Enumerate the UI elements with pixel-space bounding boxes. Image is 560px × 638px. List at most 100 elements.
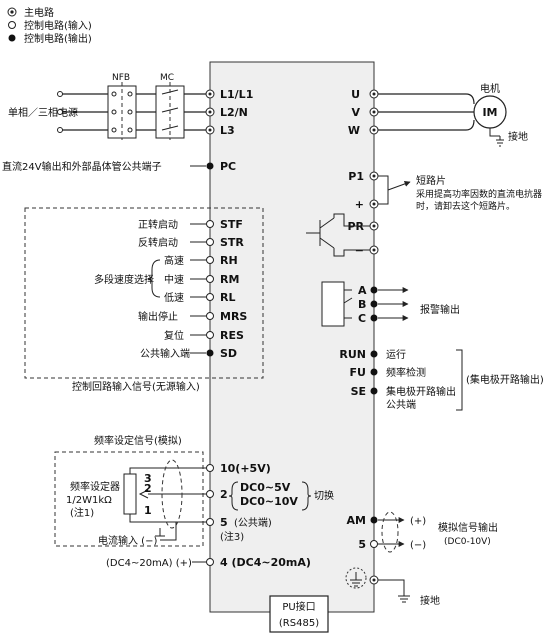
- terminal-mrs[interactable]: MRS: [190, 310, 247, 323]
- high-speed-label: 高速: [164, 254, 184, 267]
- terminal-b[interactable]: B: [358, 298, 378, 311]
- svg-text:L2/N: L2/N: [220, 106, 248, 119]
- ground1-label: 接地: [508, 130, 528, 143]
- terminal-stf[interactable]: STF: [190, 218, 243, 231]
- legend-main-circuit: 主电路: [24, 6, 54, 19]
- svg-text:C: C: [358, 312, 366, 325]
- svg-text:RES: RES: [220, 329, 244, 342]
- voltage-range-brace: [228, 481, 239, 511]
- potentiometer: 3 2 1: [123, 472, 152, 517]
- nfb-label: NFB: [112, 73, 130, 83]
- svg-text:L1/L1: L1/L1: [220, 88, 253, 101]
- analog-output-2: (DC0-10V): [444, 537, 491, 547]
- svg-text:AM: AM: [347, 514, 366, 527]
- svg-text:RM: RM: [220, 273, 239, 286]
- terminal-a[interactable]: A: [358, 284, 378, 297]
- open-collector-bracket: [456, 349, 463, 411]
- terminal-c[interactable]: C: [358, 312, 378, 325]
- jumper-desc-2: 时，请卸去这个短路片。: [416, 200, 515, 212]
- se-description-2: 公共端: [386, 398, 416, 411]
- svg-text:B: B: [358, 298, 366, 311]
- legend: 主电路 控制电路(输入) 控制电路(输出): [7, 6, 92, 45]
- freq-signal-label: 频率设定信号(模拟): [94, 434, 182, 447]
- svg-text:U: U: [351, 88, 360, 101]
- motor-im: IM: [482, 106, 497, 119]
- str-description: 反转启动: [138, 236, 178, 249]
- pot-pin1: 1: [144, 504, 152, 517]
- terminal-rl[interactable]: RL: [190, 291, 235, 304]
- stf-description: 正转启动: [138, 218, 178, 231]
- terminal-4[interactable]: 4 (DC4~20mA): [206, 556, 311, 569]
- motor: 电机 IM 接地: [473, 82, 528, 147]
- terminal-rm[interactable]: RM: [190, 273, 239, 286]
- svg-text:+: +: [355, 198, 364, 211]
- terminal-fu[interactable]: FU: [350, 366, 378, 379]
- legend-control-input: 控制电路(输入): [24, 19, 92, 32]
- terminal-sd[interactable]: SD: [190, 347, 237, 360]
- terminal-pc[interactable]: PC: [190, 160, 236, 173]
- pot-pin2: 2: [144, 482, 152, 495]
- run-description: 运行: [386, 348, 406, 361]
- svg-text:SE: SE: [351, 385, 366, 398]
- res-description: 复位: [164, 329, 184, 342]
- sd-description: 公共输入端: [140, 347, 190, 360]
- terminal-rh[interactable]: RH: [190, 254, 238, 267]
- fu-description: 频率检测: [386, 366, 426, 379]
- terminal-5[interactable]: 5: [206, 516, 228, 529]
- svg-text:FU: FU: [350, 366, 366, 379]
- mrs-description: 输出停止: [138, 310, 178, 323]
- open-collector-label: (集电极开路输出): [466, 373, 544, 386]
- mc-label: MC: [160, 73, 174, 83]
- svg-text:STR: STR: [220, 236, 244, 249]
- svg-text:5: 5: [358, 538, 366, 551]
- control-input-box: [24, 207, 264, 379]
- terminal-run[interactable]: RUN: [339, 348, 378, 361]
- terminal-str[interactable]: STR: [190, 236, 244, 249]
- terminal-u[interactable]: U: [351, 88, 379, 101]
- terminal-l3[interactable]: L3: [205, 124, 235, 137]
- current-range-label: (DC4~20mA) (+): [106, 558, 192, 569]
- control-input-box-label: 控制回路输入信号(无源输入): [72, 380, 200, 393]
- current-input-label: 电流输入 (−): [98, 534, 157, 547]
- svg-text:10(+5V): 10(+5V): [220, 462, 271, 475]
- terminal-p1[interactable]: P1: [348, 170, 379, 183]
- svg-text:5: 5: [220, 516, 228, 529]
- svg-text:RH: RH: [220, 254, 238, 267]
- svg-text:RUN: RUN: [339, 348, 366, 361]
- dc010v-label: DC0~10V: [240, 495, 298, 508]
- svg-text:MRS: MRS: [220, 310, 247, 323]
- switch-label: 切换: [314, 489, 334, 502]
- legend-control-output: 控制电路(输出): [24, 32, 92, 45]
- terminal-10[interactable]: 10(+5V): [206, 462, 271, 475]
- left-terminals: L1/L1 L2/N L3 PC 直流24V输出和外部晶体管公共端子 控制回路输…: [2, 88, 334, 569]
- se-description-1: 集电极开路输出: [386, 385, 456, 398]
- terminal-2[interactable]: 2: [206, 488, 228, 501]
- svg-text:2: 2: [220, 488, 228, 501]
- terminal-res[interactable]: RES: [190, 329, 244, 342]
- svg-text:A: A: [358, 284, 367, 297]
- pot-desc-2: 1/2W1kΩ: [66, 495, 112, 506]
- speed-brace: [147, 259, 161, 298]
- pot-desc-1: 频率设定器: [70, 480, 120, 493]
- terminal-am[interactable]: AM: [347, 514, 378, 527]
- terminal-se[interactable]: SE: [351, 385, 378, 398]
- svg-text:RL: RL: [220, 291, 235, 304]
- transistor: [306, 213, 370, 257]
- pu-label: PU接口: [282, 600, 315, 613]
- ground-symbol: 接地: [345, 567, 440, 607]
- terminal-w[interactable]: W: [348, 124, 379, 137]
- pot-pin3: 3: [144, 472, 152, 485]
- svg-text:L3: L3: [220, 124, 235, 137]
- multi-speed-label: 多段速度选择: [94, 273, 154, 286]
- terminal-l2[interactable]: L2/N: [205, 106, 248, 119]
- analog-output-1: 模拟信号输出: [438, 521, 498, 534]
- common-label: (公共端): [234, 516, 272, 529]
- jumper-title: 短路片: [416, 174, 446, 187]
- terminal-5-right[interactable]: 5: [358, 538, 378, 551]
- am-minus-label: (−): [410, 540, 426, 551]
- terminal-l1[interactable]: L1/L1: [205, 88, 253, 101]
- pc-description: 直流24V输出和外部晶体管公共端子: [2, 160, 162, 173]
- shield-cable-output: [381, 511, 399, 553]
- mid-speed-label: 中速: [164, 273, 184, 286]
